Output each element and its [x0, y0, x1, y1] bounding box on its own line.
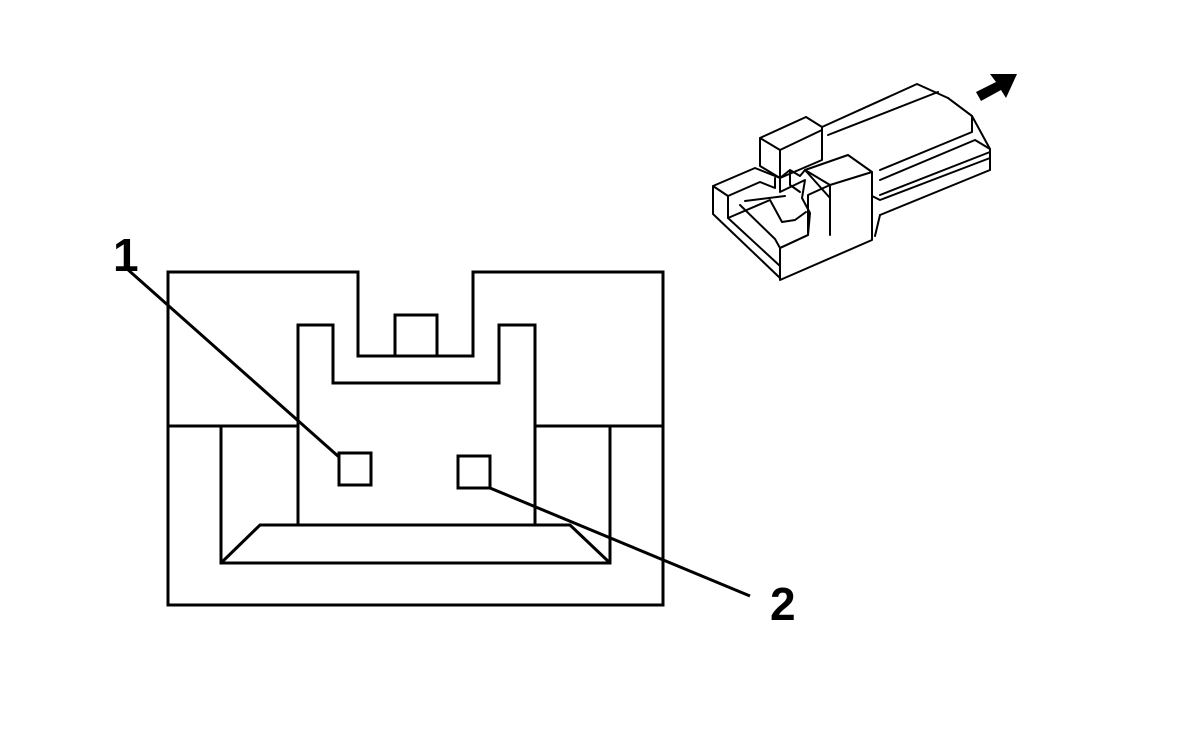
leader-line-1 [125, 266, 340, 459]
callout-1: 1 [113, 229, 340, 459]
leader-line-2 [489, 486, 751, 598]
iso-front-inner-channel [727, 195, 807, 249]
connector-housing-outline [166, 270, 665, 607]
inner-recess-outline [219, 426, 612, 565]
callout-2: 2 [489, 486, 796, 630]
pin-2-terminal [456, 454, 492, 490]
iso-latch-face [759, 129, 823, 179]
terminal-cavity-outline [296, 323, 537, 525]
iso-body-top [821, 83, 991, 201]
connector-face-view [166, 270, 665, 607]
recess-floor-ramp [219, 523, 612, 565]
callout-label-1: 1 [113, 229, 139, 281]
locking-tab [393, 313, 439, 356]
iso-body-rib-2 [879, 97, 973, 171]
iso-body-side [879, 139, 991, 216]
arrow-up-right-icon [976, 74, 1017, 101]
iso-body-rib-1 [827, 91, 939, 136]
connector-isometric-view [712, 83, 991, 281]
callout-label-2: 2 [770, 578, 796, 630]
iso-latch-block [759, 116, 823, 179]
iso-body-bottom [874, 214, 881, 237]
iso-front-left-face [712, 177, 781, 267]
iso-side-block-face [804, 169, 873, 236]
pin-1-terminal [337, 451, 373, 487]
iso-front-housing [712, 167, 811, 279]
iso-center-notch [779, 169, 806, 193]
iso-side-block [779, 154, 873, 281]
